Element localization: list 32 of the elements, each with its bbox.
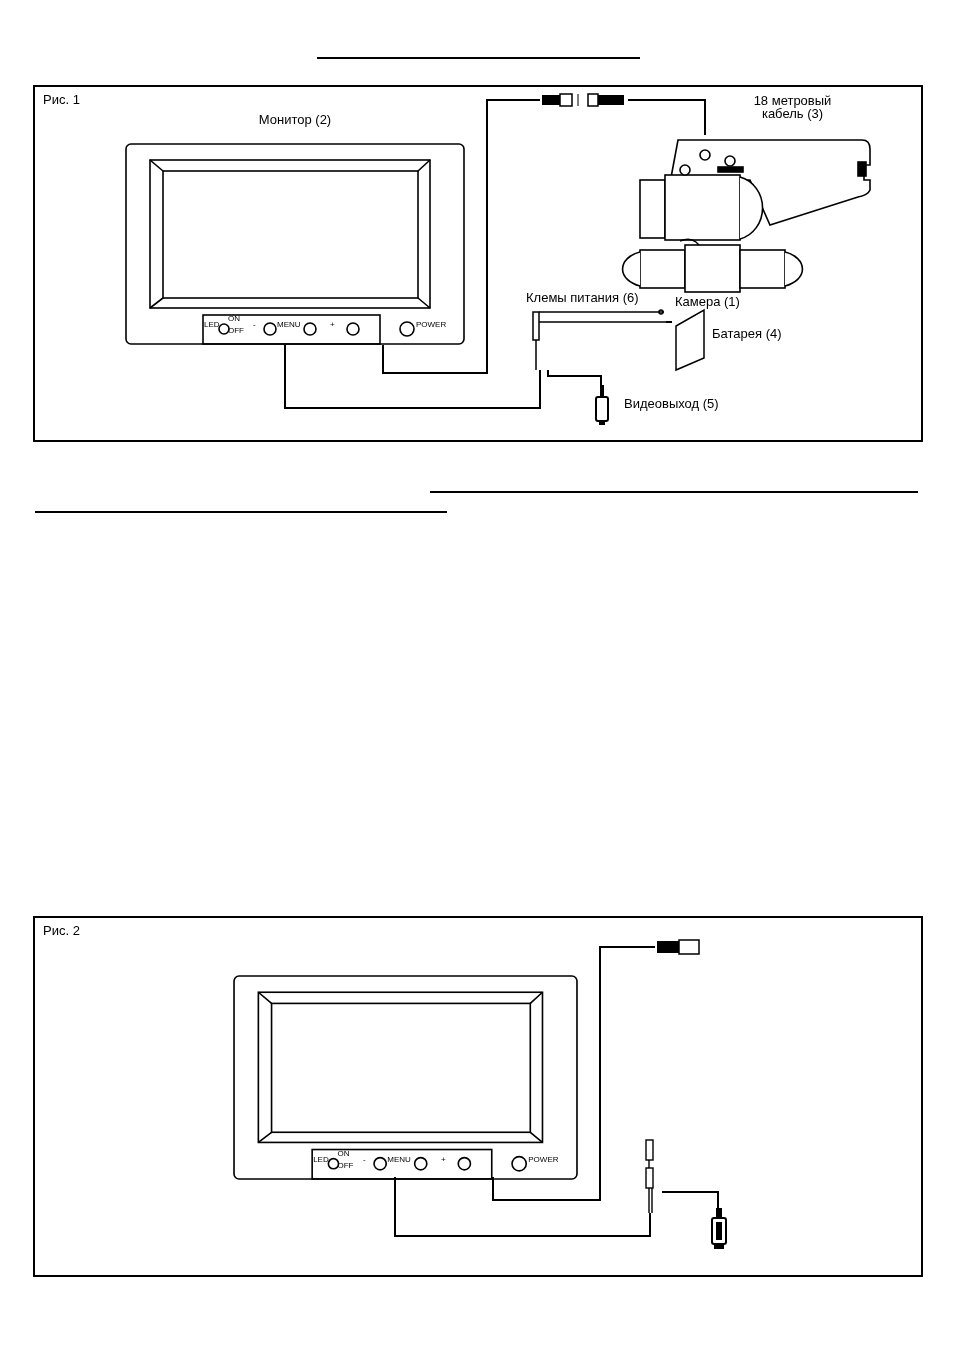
button-label: MENU (277, 321, 301, 329)
button-label: LED (204, 321, 220, 329)
button-label: POWER (528, 1155, 559, 1164)
cable-line (704, 123, 706, 136)
figure-panel (33, 85, 923, 442)
cable-line (394, 1176, 651, 1237)
button-label: + (441, 1155, 446, 1164)
button-label: - (253, 321, 256, 329)
button-label: ON (228, 315, 240, 323)
button-label: OFF (228, 327, 244, 335)
cable-line (547, 369, 602, 386)
button-label: OFF (337, 1161, 354, 1170)
button-label: + (330, 321, 335, 329)
button-label: LED (313, 1155, 329, 1164)
cable-line (665, 321, 673, 323)
cable-line (382, 99, 541, 374)
cable-line (492, 946, 656, 1201)
part-label: Клемы питания (6) (526, 290, 639, 306)
part-label: Камера (1) (675, 294, 740, 310)
figure-label: Рис. 2 (43, 923, 80, 939)
part-label: 18 метровый кабель (3) (752, 94, 833, 120)
part-label: Монитор (2) (257, 112, 333, 128)
button-label: - (362, 1155, 366, 1164)
cable-line (284, 344, 541, 409)
part-label: Батарея (4) (712, 326, 782, 342)
button-label: ON (337, 1149, 350, 1158)
button-label: POWER (416, 321, 447, 329)
figure-label: Рис. 1 (43, 92, 80, 108)
figure-panel (33, 916, 923, 1277)
button-label: MENU (387, 1155, 411, 1164)
part-label: Видеовыход (5) (624, 396, 719, 412)
cable-line (661, 1191, 719, 1209)
